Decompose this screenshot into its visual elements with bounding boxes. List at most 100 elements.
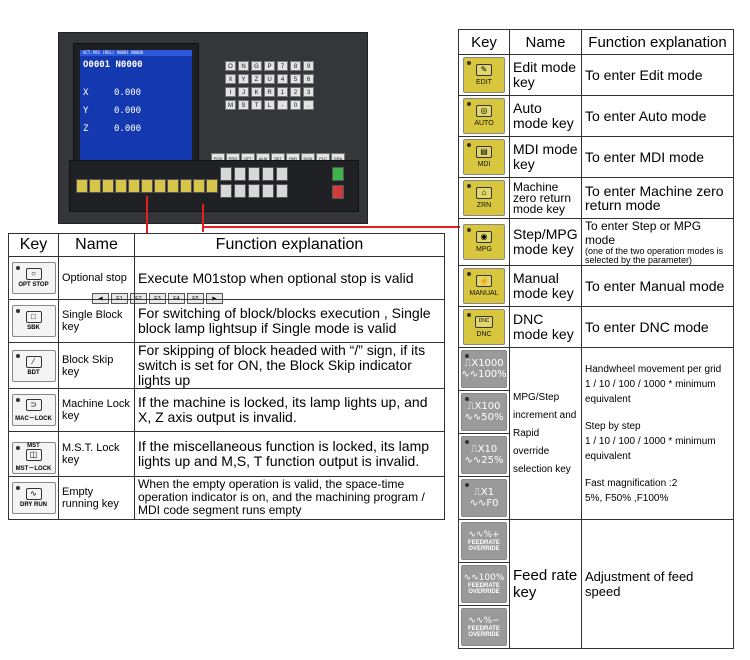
- dnc-icon: DNC: [475, 316, 493, 328]
- panel-operation-key[interactable]: [115, 179, 127, 193]
- feedrate-label: FEEDRATE: [468, 583, 500, 589]
- key-name: Edit mode key: [509, 54, 582, 96]
- panel-operation-key[interactable]: [276, 167, 288, 181]
- keypad-key[interactable]: N: [238, 61, 249, 71]
- panel-operation-key[interactable]: [248, 184, 260, 198]
- panel-operation-key[interactable]: [89, 179, 101, 193]
- panel-operation-key[interactable]: [206, 179, 218, 193]
- keypad-key[interactable]: P: [264, 61, 275, 71]
- key-label: EDIT: [476, 79, 492, 86]
- keypad-key[interactable]: U: [264, 74, 275, 84]
- key-label: OPT STOP: [18, 282, 49, 288]
- panel-operation-key[interactable]: [262, 184, 274, 198]
- keypad-key[interactable]: Z: [251, 74, 262, 84]
- keypad-key[interactable]: K: [251, 87, 262, 97]
- key-cell: ⁄BDT: [8, 342, 59, 389]
- keypad-key[interactable]: Y: [238, 74, 249, 84]
- panel-operation-key[interactable]: [248, 167, 260, 181]
- left-header-function: Function explanation: [134, 233, 445, 257]
- keypad-key[interactable]: 1: [277, 87, 288, 97]
- key-cell: □SBK: [8, 299, 59, 343]
- keypad-key[interactable]: 8: [290, 61, 301, 71]
- panel-operation-key[interactable]: [332, 185, 344, 199]
- key-name: Single Block key: [58, 299, 135, 343]
- keypad-key[interactable]: J: [238, 87, 249, 97]
- key-label: MST－LOCK: [15, 466, 52, 472]
- indicator-dot: [467, 184, 471, 188]
- keypad-key[interactable]: O: [225, 61, 236, 71]
- keypad-key[interactable]: T: [251, 100, 262, 110]
- key-cell: ∿DRY RUN: [8, 475, 59, 520]
- keypad-key[interactable]: 7: [277, 61, 288, 71]
- key-function: Execute M01stop when optional stop is va…: [134, 256, 445, 300]
- indicator-dot: [15, 398, 20, 403]
- key-name: Manual mode key: [509, 265, 582, 307]
- keypad-key[interactable]: X: [225, 74, 236, 84]
- function-text: To enter Machine zero return mode: [585, 183, 724, 213]
- key-function: For switching of block/blocks execution …: [134, 299, 445, 343]
- panel-operation-key[interactable]: [234, 167, 246, 181]
- keypad-key[interactable]: 6: [303, 74, 314, 84]
- keypad-key[interactable]: L: [264, 100, 275, 110]
- keypad-key[interactable]: 3: [303, 87, 314, 97]
- mdi-icon: ▤: [476, 146, 492, 158]
- keypad-key[interactable]: I: [225, 87, 236, 97]
- keypad-key[interactable]: M: [225, 100, 236, 110]
- panel-operation-key[interactable]: [102, 179, 114, 193]
- optional-stop-icon: ○: [25, 268, 42, 280]
- keypad-key[interactable]: 5: [290, 74, 301, 84]
- panel-operation-key[interactable]: [220, 167, 232, 181]
- panel-operation-key[interactable]: [220, 184, 232, 198]
- panel-operation-key[interactable]: [262, 167, 274, 181]
- panel-operation-key[interactable]: [154, 179, 166, 193]
- panel-operation-key[interactable]: [193, 179, 205, 193]
- increment-key: ⎍X1000∿∿100%: [461, 350, 507, 388]
- indicator-dot: [467, 313, 471, 317]
- key-function: If the miscellaneous function is locked,…: [134, 431, 445, 477]
- key-cell: ⎍X100∿∿50%: [458, 390, 510, 434]
- key-label: MPG: [476, 246, 492, 253]
- panel-operation-key[interactable]: [332, 167, 344, 181]
- panel-operation-key[interactable]: [167, 179, 179, 193]
- key-function: To enter Step or MPG mode(one of the two…: [581, 218, 734, 266]
- mode-key: ▤MDI: [463, 139, 505, 175]
- increment-row: ⎍X100∿∿50%: [458, 390, 734, 434]
- keypad-key[interactable]: S: [238, 100, 249, 110]
- panel-operation-key[interactable]: [76, 179, 88, 193]
- keypad-key[interactable]: .: [303, 100, 314, 110]
- panel-operation-key[interactable]: [128, 179, 140, 193]
- panel-operation-key[interactable]: [141, 179, 153, 193]
- keypad-key[interactable]: G: [251, 61, 262, 71]
- keypad-key[interactable]: 9: [303, 61, 314, 71]
- keypad-key[interactable]: 0: [290, 100, 301, 110]
- lcd-program-number: O0001 N0000: [83, 60, 143, 70]
- increment-function-line: Step by step: [585, 420, 641, 432]
- increment-function-line: Fast magnification :2: [585, 477, 678, 489]
- panel-operation-key[interactable]: [234, 184, 246, 198]
- key-name: Block Skip key: [58, 342, 135, 389]
- indicator-dot: [467, 102, 471, 106]
- keypad-key[interactable]: -: [277, 100, 288, 110]
- function-text: To enter Manual mode: [585, 278, 725, 294]
- panel-operation-key[interactable]: [180, 179, 192, 193]
- x1000-icon: ⎍X1000: [464, 358, 504, 369]
- key-label: BDT: [27, 369, 40, 376]
- panel-operation-key[interactable]: [276, 184, 288, 198]
- keypad-key[interactable]: 4: [277, 74, 288, 84]
- keypad-key[interactable]: 2: [290, 87, 301, 97]
- function-text: To enter MDI mode: [585, 149, 705, 165]
- increment-function-line: 5%, F50% ,F100%: [585, 492, 669, 504]
- keypad-key[interactable]: R: [264, 87, 275, 97]
- key-function: When the empty operation is valid, the s…: [134, 475, 445, 520]
